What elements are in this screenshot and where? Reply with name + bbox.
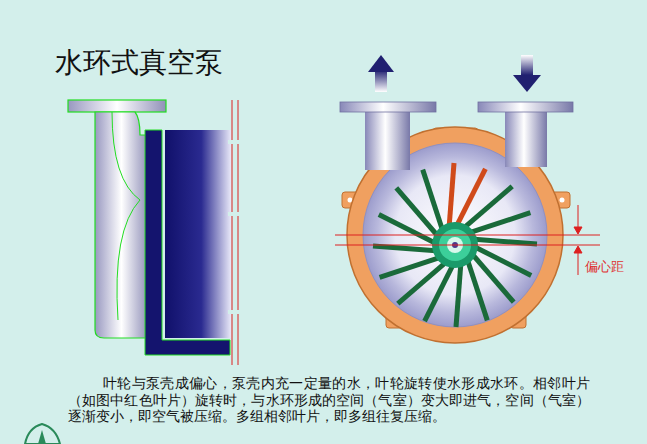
blade: [423, 170, 443, 230]
title: 水环式真空泵: [55, 46, 223, 80]
flow-arrows: [368, 55, 541, 92]
blade: [456, 264, 461, 327]
eccentricity-marks: [335, 205, 600, 275]
red-blade: [449, 163, 454, 226]
blade: [474, 239, 537, 244]
blade: [379, 215, 435, 243]
blade: [468, 261, 488, 321]
blade: [373, 246, 436, 251]
dimension-label: 偏心距: [584, 259, 625, 275]
caption: 叶轮与泵壳成偏心，泵壳内充一定量的水，叶轮旋转使水形成水环。相邻叶片（如图中红色…: [68, 375, 590, 425]
pipes: [340, 102, 573, 170]
logo: [25, 424, 60, 444]
side-view: [68, 100, 242, 365]
blade: [425, 265, 453, 321]
red-blade: [457, 169, 485, 225]
blade: [475, 247, 531, 275]
blade: [471, 213, 531, 233]
blade: [380, 258, 440, 278]
